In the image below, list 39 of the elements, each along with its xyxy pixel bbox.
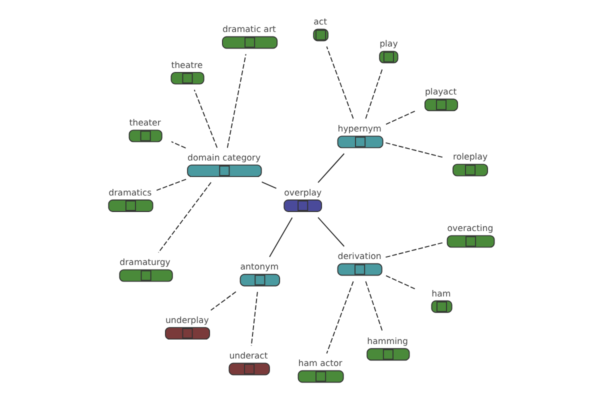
node-label: hamming bbox=[366, 337, 408, 348]
node-label: theatre bbox=[170, 60, 202, 71]
connector bbox=[385, 110, 416, 125]
node-label: hypernym bbox=[337, 124, 381, 135]
node-label: ham actor bbox=[298, 359, 342, 370]
node-label: overacting bbox=[446, 224, 493, 234]
connector bbox=[193, 89, 218, 148]
connector bbox=[317, 153, 344, 184]
connector bbox=[364, 68, 382, 120]
connector bbox=[326, 46, 354, 120]
node-label: ham bbox=[431, 289, 450, 300]
connector bbox=[317, 216, 344, 247]
node-label: play bbox=[379, 40, 398, 50]
node-label: playact bbox=[424, 87, 456, 98]
connector bbox=[268, 217, 292, 258]
node-label: overplay bbox=[284, 188, 322, 198]
node-label: domain category bbox=[187, 153, 260, 164]
node-label: underplay bbox=[164, 316, 208, 326]
connector bbox=[170, 141, 186, 149]
connector bbox=[326, 280, 354, 354]
node-label: antonym bbox=[240, 262, 278, 273]
connector bbox=[384, 242, 444, 258]
node-label: underact bbox=[228, 352, 268, 362]
connector bbox=[250, 291, 258, 346]
node-label: derivation bbox=[337, 252, 381, 262]
node-label: dramatic art bbox=[222, 25, 276, 36]
node-label: theater bbox=[128, 118, 160, 129]
connector bbox=[385, 275, 416, 290]
connector bbox=[260, 181, 276, 189]
connector bbox=[384, 142, 444, 158]
connector bbox=[156, 178, 186, 191]
connector bbox=[226, 54, 246, 148]
connector bbox=[158, 182, 211, 253]
node-label: dramaturgy bbox=[119, 258, 170, 268]
connector bbox=[364, 280, 382, 332]
node-label: act bbox=[313, 18, 326, 28]
node-label: dramatics bbox=[108, 188, 152, 198]
node-label: roleplay bbox=[452, 152, 488, 163]
connector bbox=[210, 291, 236, 311]
